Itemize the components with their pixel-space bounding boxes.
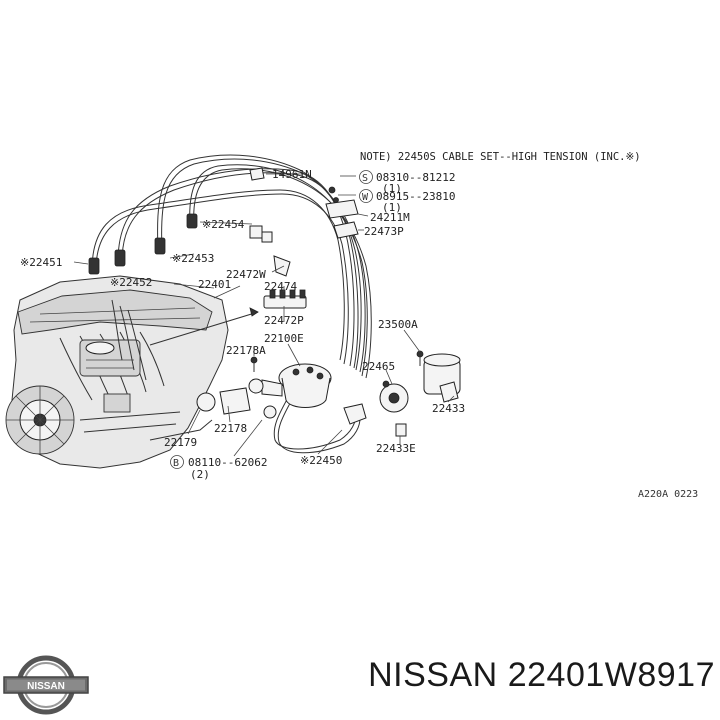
part-labels: 14961N S 08310--81212 (1) W 08915--23810… — [20, 168, 698, 500]
label-14961N: 14961N — [272, 168, 312, 181]
label-22178A: 22178A — [226, 344, 266, 357]
label-22433E: 22433E — [376, 442, 416, 455]
label-22451: ※22451 — [20, 256, 62, 269]
w-symbol-icon — [359, 189, 373, 203]
label-08110-qty: (2) — [190, 468, 210, 481]
label-24211M: 24211M — [370, 211, 410, 224]
svg-text:NISSAN: NISSAN — [27, 681, 65, 692]
label-22179: 22179 — [164, 436, 197, 449]
label-22472W: 22472W — [226, 268, 266, 281]
distributor-assembly — [196, 356, 332, 419]
diagram-code: A220A 0223 — [638, 489, 698, 500]
part-number: 22401W8917 — [507, 656, 715, 694]
s-symbol-icon — [359, 170, 373, 184]
label-23500A: 23500A — [378, 318, 418, 331]
cable-set-note: NOTE) 22450S CABLE SET--HIGH TENSION (IN… — [360, 151, 641, 163]
label-22454: ※22454 — [202, 218, 245, 231]
label-08310: 08310--81212 — [376, 171, 455, 184]
label-22433: 22433 — [432, 402, 465, 415]
label-22450: ※22450 — [300, 454, 342, 467]
label-08110: 08110--62062 — [188, 456, 267, 469]
label-22452: ※22452 — [110, 276, 152, 289]
label-22474: 22474 — [264, 280, 297, 293]
label-22472P: 22472P — [264, 314, 304, 327]
label-08915-qty: (1) — [382, 201, 402, 214]
cable-holder-22474 — [263, 289, 307, 309]
label-08915: 08915--23810 — [376, 190, 455, 203]
label-22453: ※22453 — [172, 252, 214, 265]
label-22473P: 22473P — [364, 225, 404, 238]
label-22465: 22465 — [362, 360, 395, 373]
ignition-coil-assembly — [379, 350, 461, 437]
clip-parts — [249, 167, 359, 309]
label-22401: 22401 — [198, 278, 231, 291]
leader-lines — [73, 173, 455, 457]
label-sym-b: B — [173, 458, 179, 469]
label-22100E: 22100E — [264, 332, 304, 345]
label-sym-s: S — [362, 173, 368, 184]
b-symbol-icon — [170, 455, 184, 469]
label-08310-qty: (1) — [382, 182, 402, 195]
fan-pulley — [5, 385, 75, 455]
nissan-logo-icon: NISSAN — [3, 655, 89, 715]
label-22178: 22178 — [214, 422, 247, 435]
engine-illustration — [5, 275, 259, 469]
label-sym-w: W — [362, 192, 369, 203]
brand-name: NISSAN — [368, 656, 498, 694]
